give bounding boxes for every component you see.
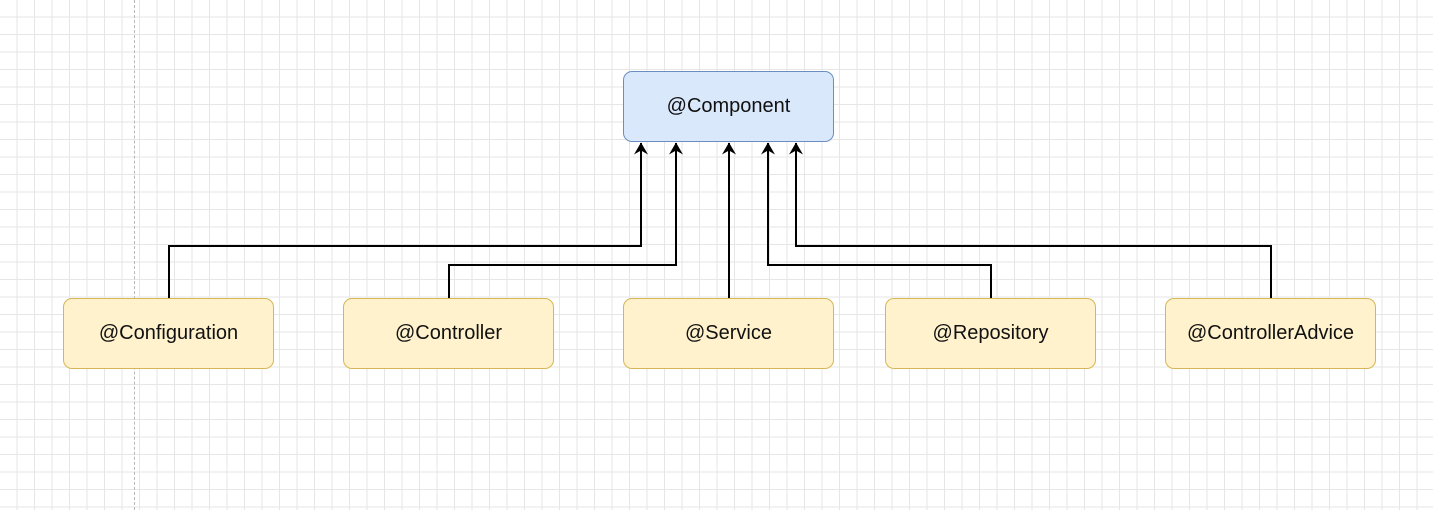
edge-configuration-to-component[interactable] — [168, 142, 648, 298]
controller-node-label: @Controller — [394, 322, 502, 344]
edge-controlleradvice-to-component[interactable] — [789, 142, 1272, 298]
component-node-label: @Component — [666, 95, 791, 117]
repository-node-label: @Repository — [932, 322, 1049, 344]
edge-controller-to-component[interactable] — [448, 142, 683, 298]
controlleradvice-node-label: @ControllerAdvice — [1186, 322, 1355, 344]
repository-node[interactable]: @Repository — [885, 298, 1096, 369]
configuration-node-label: @Configuration — [98, 322, 239, 344]
edge-repository-to-component[interactable] — [761, 142, 992, 298]
configuration-node[interactable]: @Configuration — [63, 298, 274, 369]
service-node[interactable]: @Service — [623, 298, 834, 369]
page-boundary-guide — [134, 0, 135, 510]
service-node-label: @Service — [685, 322, 772, 344]
controlleradvice-node[interactable]: @ControllerAdvice — [1165, 298, 1376, 369]
controller-node[interactable]: @Controller — [343, 298, 554, 369]
component-node[interactable]: @Component — [623, 71, 834, 142]
